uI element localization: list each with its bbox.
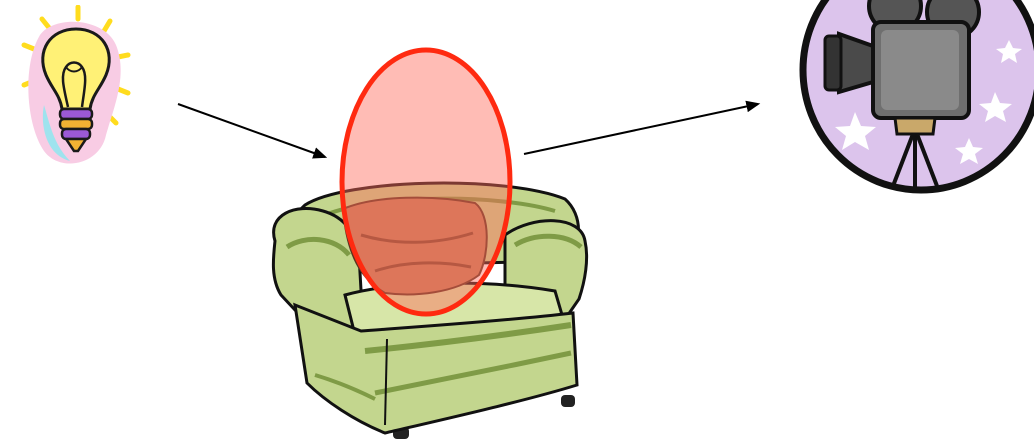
highlight-ellipse — [339, 47, 513, 317]
arrow-idea-to-sofa — [177, 103, 328, 159]
lightbulb-icon — [21, 5, 131, 164]
movie-camera-icon — [799, 0, 1034, 194]
arrow-sofa-to-movie — [523, 100, 761, 155]
